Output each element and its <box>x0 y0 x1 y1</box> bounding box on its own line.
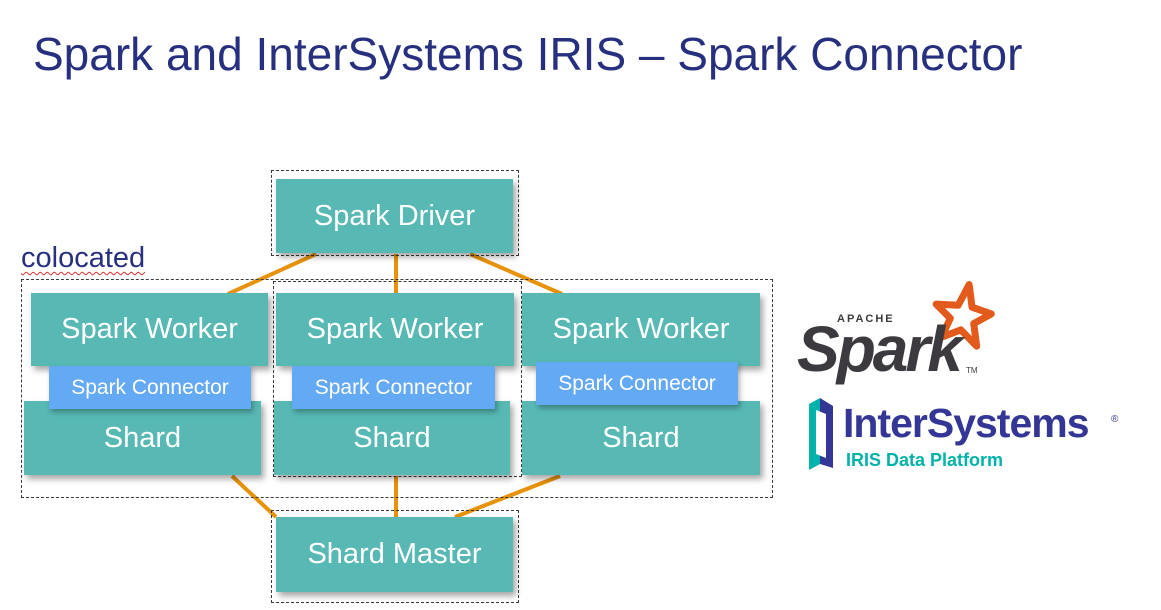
colocated-label: colocated <box>21 242 146 274</box>
middle-column-outline <box>273 281 522 477</box>
spark-logo-apache-text: APACHE <box>837 313 895 325</box>
shard-node-2: Shard <box>274 401 510 475</box>
spark-logo-wordmark: Spark <box>797 313 963 385</box>
intersystems-subtitle: IRIS Data Platform <box>846 450 1004 470</box>
spark-connector-2: Spark Connector <box>292 366 495 409</box>
slide-title: Spark and InterSystems IRIS – Spark Conn… <box>33 28 1023 80</box>
intersystems-mark-icon <box>809 398 833 470</box>
shard-node-1: Shard <box>24 401 261 475</box>
driver-group-outline <box>271 170 519 256</box>
colocated-group-outline <box>21 279 773 498</box>
spark-connector-1: Spark Connector <box>49 366 251 409</box>
spark-worker-node-1: Spark Worker <box>31 293 268 366</box>
shard-node-3: Shard <box>522 401 760 475</box>
shard-master-node: Shard Master <box>276 517 513 592</box>
spark-worker-node-2: Spark Worker <box>276 293 514 366</box>
spark-logo-tm: TM <box>966 366 978 375</box>
intersystems-registered-mark: ® <box>1111 414 1119 425</box>
spark-connector-3: Spark Connector <box>536 362 738 405</box>
spark-driver-node: Spark Driver <box>276 179 513 253</box>
spark-worker-node-3: Spark Worker <box>522 293 760 366</box>
edge-master-shard-1 <box>230 474 278 519</box>
intersystems-wordmark: InterSystems <box>843 400 1090 446</box>
master-group-outline <box>271 510 519 603</box>
edge-driver-worker-3 <box>469 252 563 296</box>
edge-driver-worker-1 <box>227 252 317 296</box>
spark-star-icon <box>932 281 995 350</box>
